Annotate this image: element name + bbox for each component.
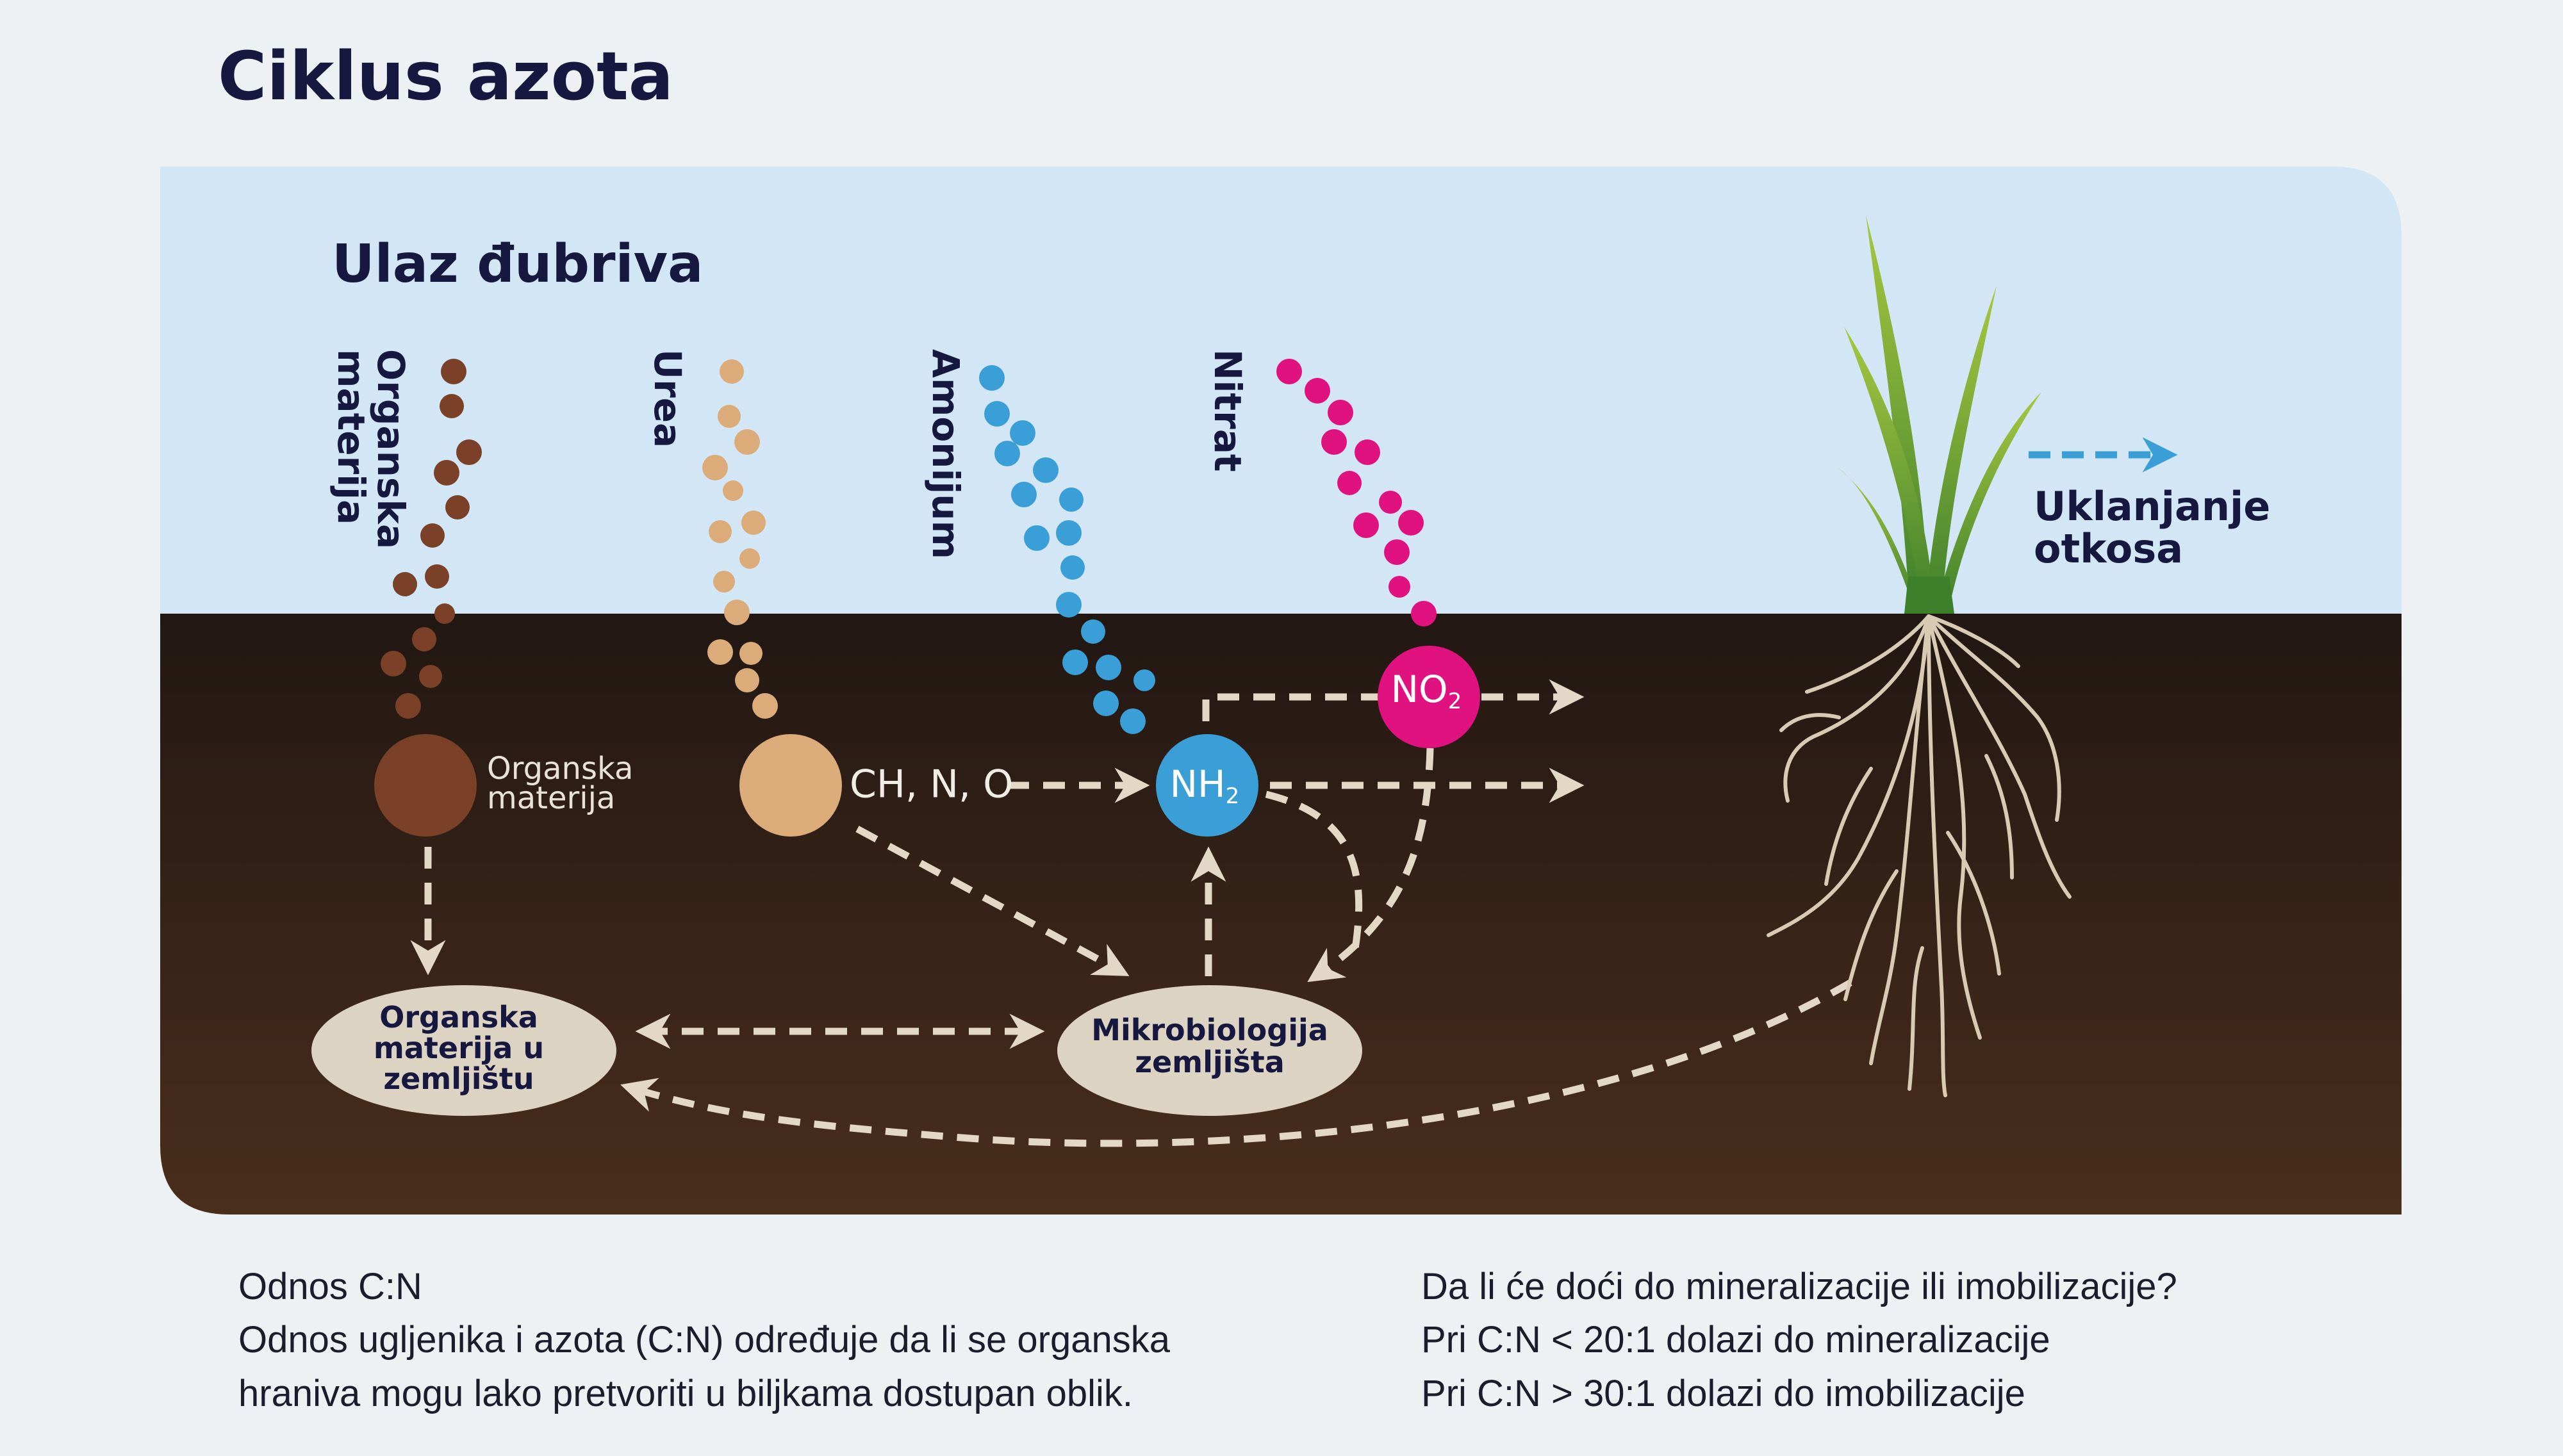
soil-organic-pool-line1: Organska: [379, 1000, 538, 1035]
soil-organic-pool: [311, 985, 616, 1116]
input-label-organic-line1: Organska: [369, 349, 413, 549]
no2-node-label: NO2: [1391, 667, 1462, 714]
urea-node-label: CH, N, O: [850, 762, 1013, 807]
urea-particles: [702, 359, 778, 719]
nh2-node-label-sub: 2: [1226, 783, 1240, 809]
urea-node: [739, 734, 842, 837]
plant-roots: [1767, 614, 2072, 1097]
cn-ratio-note: Odnos C:N Odnos ugljenika i azota (C:N) …: [238, 1261, 1170, 1421]
microbiology-pool-label: Mikrobiologija zemljišta: [1091, 1013, 1328, 1079]
input-label-urea: Urea: [646, 349, 689, 448]
nitrate-particles: [1276, 359, 1437, 626]
input-heading: Ulaz đubriva: [332, 234, 703, 295]
removal-label-line2: otkosa: [2034, 525, 2183, 572]
arrow-nh2-to-no2: [1202, 693, 1379, 721]
no2-node-label-main: NO: [1391, 667, 1448, 711]
cn-ratio-line1: Odnos ugljenika i azota (C:N) određuje d…: [238, 1319, 1171, 1361]
arrow-no2-to-microbiology: [1307, 748, 1434, 983]
nh2-node-label: NH2: [1170, 762, 1240, 808]
removal-label-line1: Uklanjanje: [2034, 483, 2270, 530]
soil-organic-pool-line2: materija u: [374, 1031, 544, 1065]
organic-matter-node: [374, 734, 477, 837]
nh2-node-label-main: NH: [1170, 762, 1226, 806]
mineralization-line1: Pri C:N < 20:1 dolazi do mineralizacije: [1421, 1319, 2050, 1361]
nh2-node: [1156, 734, 1258, 837]
input-label-nitrat: Nitrat: [1206, 349, 1249, 472]
no2-node: [1378, 646, 1480, 748]
microbiology-pool: [1057, 985, 1362, 1116]
organic-matter-node-label-line1: Organska: [487, 751, 633, 787]
cn-ratio-line2: hraniva mogu lako pretvoriti u biljkama …: [238, 1373, 1133, 1414]
arrow-roots-to-pool: [620, 979, 1852, 1147]
grass-plant: [1838, 215, 2041, 614]
organic-matter-node-label-line2: materija: [487, 780, 615, 816]
sky-panel: [160, 167, 2402, 614]
page-title: Ciklus azota: [218, 37, 673, 115]
mineralization-line2: Pri C:N > 30:1 dolazi do imobilizacije: [1421, 1373, 2025, 1414]
input-label-organic: Organska materija: [329, 349, 413, 549]
mineralization-note: Da li će doći do mineralizacije ili imob…: [1421, 1261, 2177, 1421]
input-label-organic-line2: materija: [329, 349, 373, 525]
microbiology-pool-line1: Mikrobiologija: [1091, 1013, 1328, 1047]
microbiology-pool-line2: zemljišta: [1135, 1045, 1285, 1079]
input-label-amonijum: Amonijum: [924, 349, 968, 559]
soil-panel: [160, 614, 2402, 1215]
soil-organic-pool-line3: zemljištu: [383, 1061, 534, 1096]
arrow-urea-to-microbiology: [855, 826, 1130, 976]
flow-arrows: [410, 679, 1852, 1147]
removal-label: Uklanjanje otkosa: [2034, 483, 2270, 572]
organic-matter-node-label: Organska materija: [487, 751, 633, 816]
organic-particles: [381, 359, 482, 719]
ammonium-particles: [979, 365, 1155, 734]
soil-organic-pool-label: Organska materija u zemljištu: [374, 1000, 544, 1096]
no2-node-label-sub: 2: [1448, 689, 1462, 714]
cn-ratio-title: Odnos C:N: [238, 1266, 422, 1307]
mineralization-title: Da li će doći do mineralizacije ili imob…: [1421, 1266, 2177, 1307]
